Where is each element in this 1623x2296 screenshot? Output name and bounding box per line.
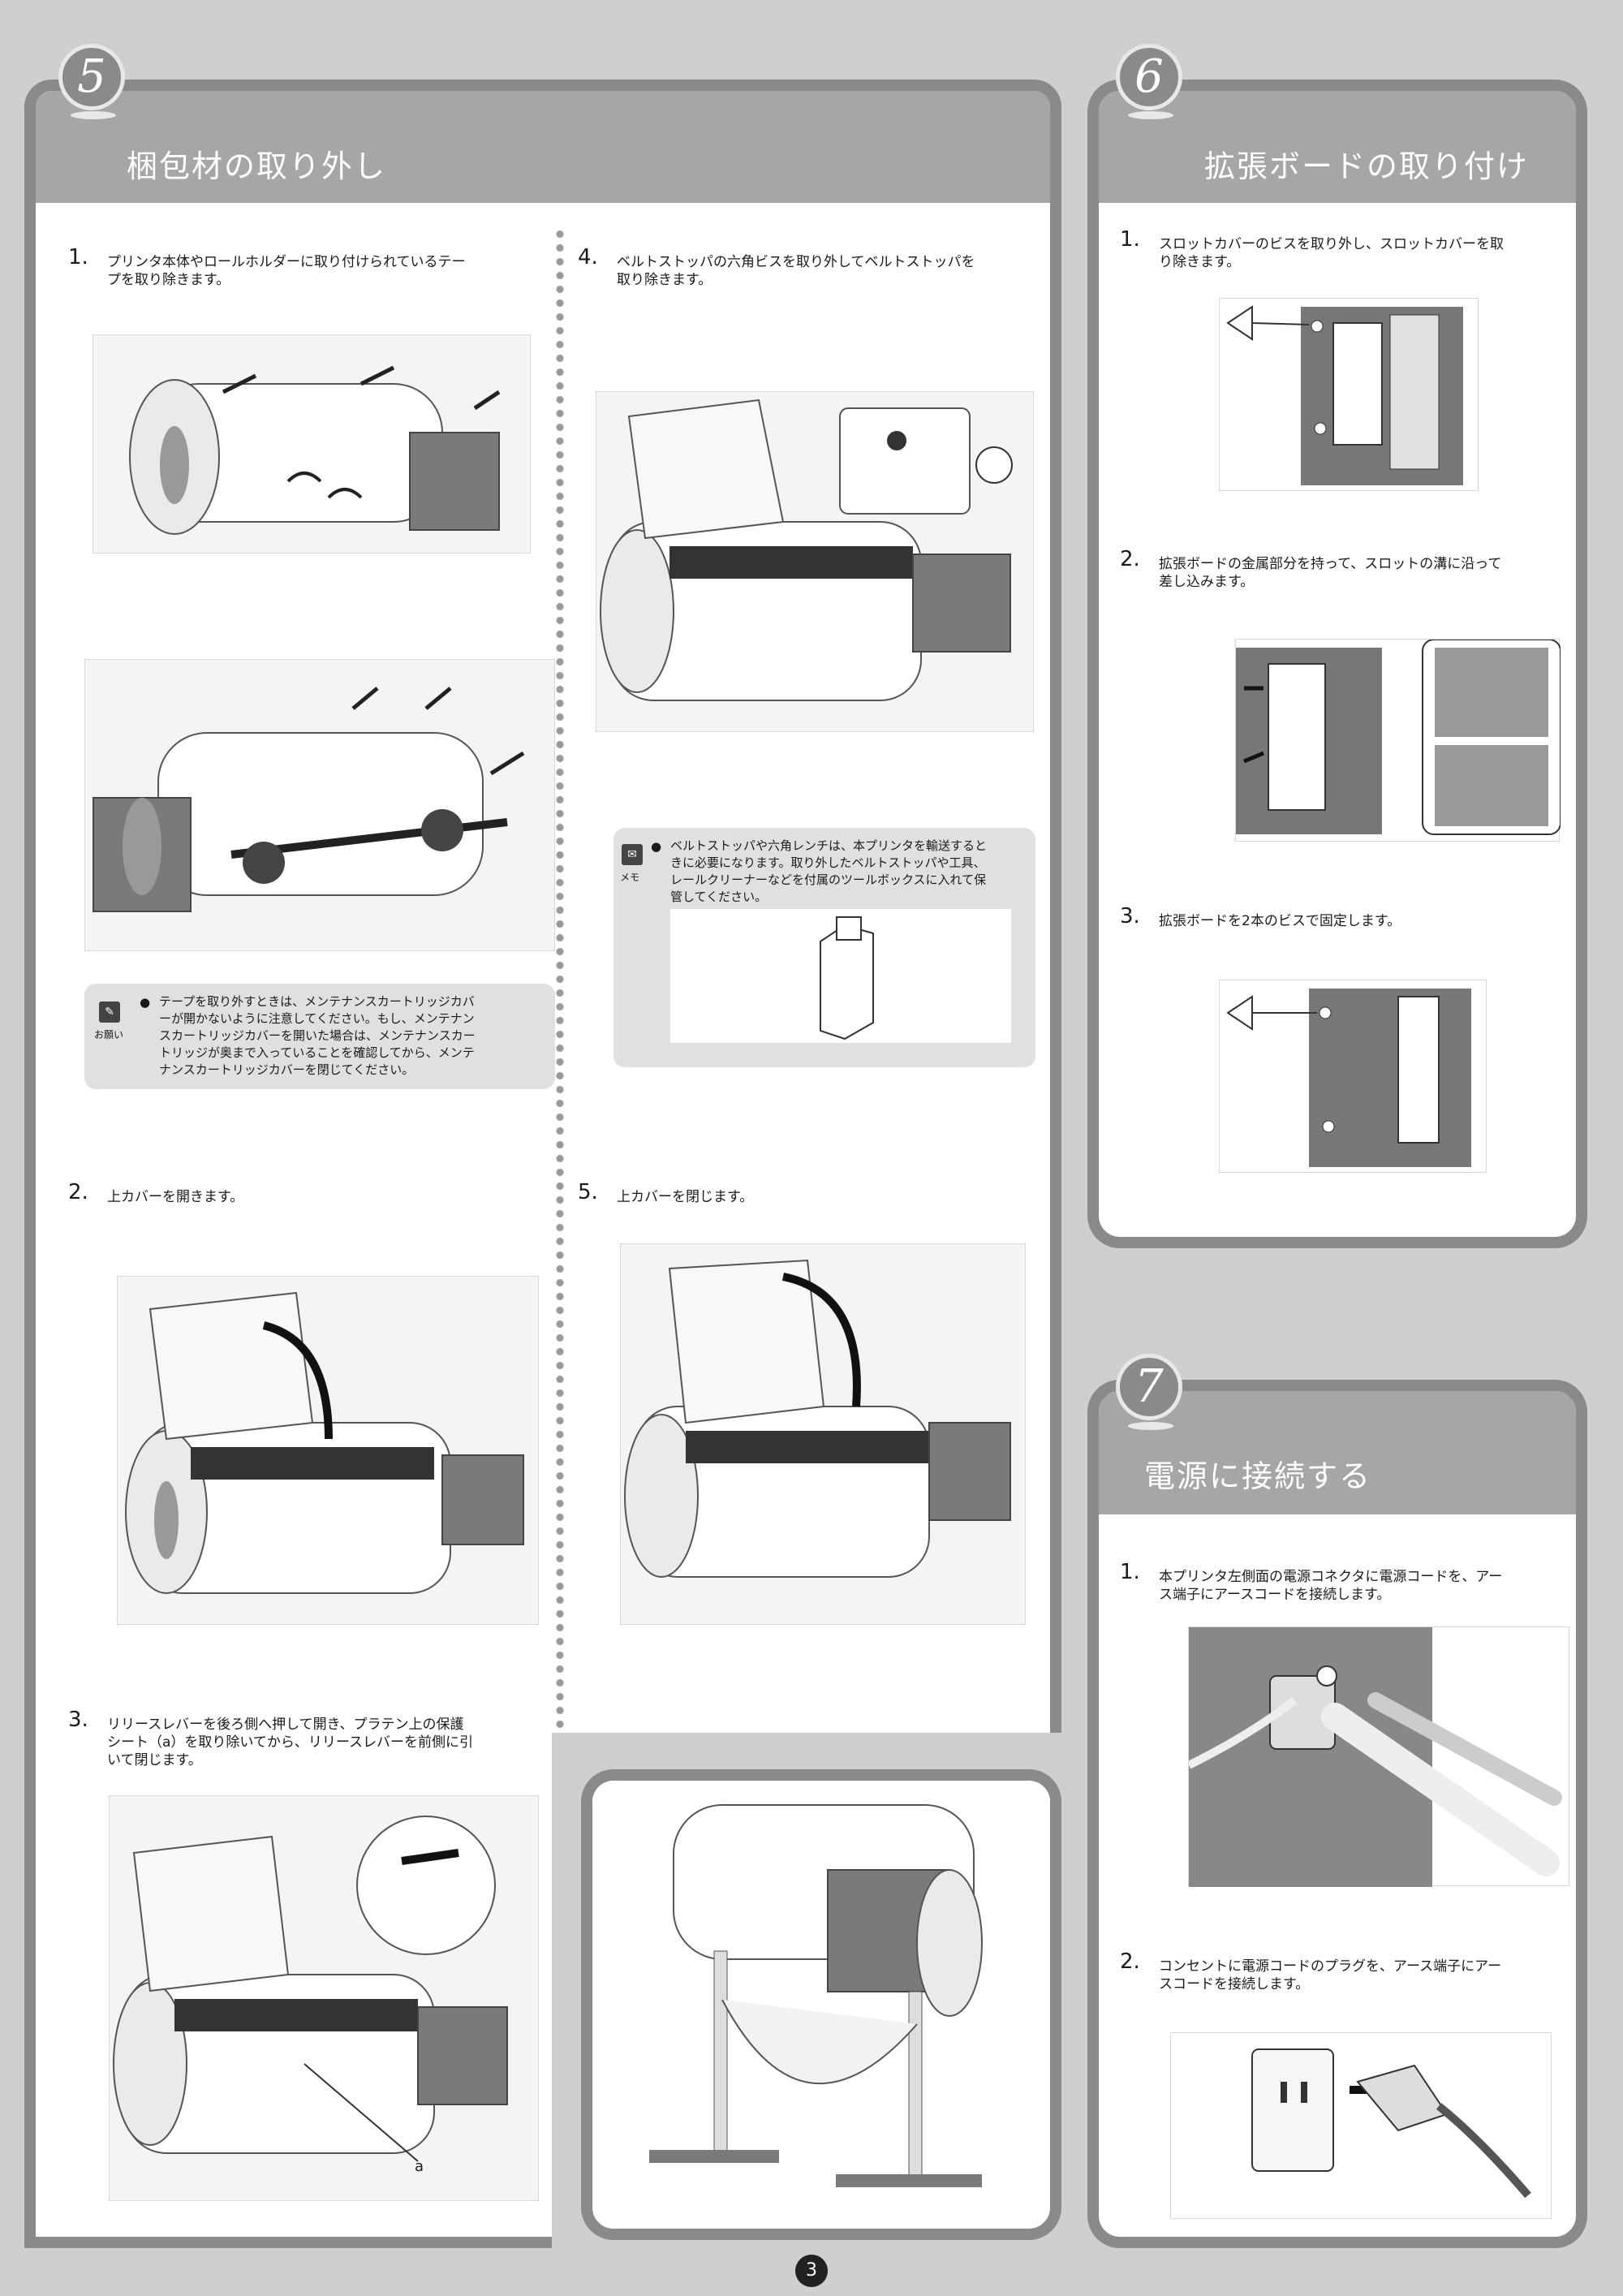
printer-open-cover-illustration	[117, 1276, 539, 1625]
printer-release-lever-illustration: a	[109, 1795, 539, 2201]
expansion-board-insert-illustration	[1235, 639, 1561, 842]
belt-stopper-removal-illustration	[596, 391, 1034, 732]
step-number: 2.	[68, 1180, 88, 1204]
label-a: a	[415, 2158, 424, 2175]
printer-tape-removal-top-illustration	[93, 334, 531, 554]
section-6-title: 拡張ボードの取り付け	[1204, 149, 1530, 184]
power-cord-connect-illustration	[1188, 1626, 1569, 1887]
printer-tape-removal-rear-illustration	[84, 659, 555, 951]
memo-icon: ✉	[622, 844, 643, 865]
wall-outlet-plug-illustration	[1170, 2032, 1552, 2219]
column-divider	[556, 227, 564, 1769]
request-icon: ✎	[99, 1002, 120, 1023]
section-6-badge: 6	[1116, 44, 1182, 110]
request-note-text: テープを取り外すときは、メンテナンスカートリッジカバ ーが開かないように注意して…	[159, 994, 476, 1077]
step-number: 3.	[68, 1708, 88, 1732]
section-6-panel: 拡張ボードの取り付け 1. スロットカバーのビスを取り外し、スロットカバーを取 …	[1087, 80, 1587, 1248]
printer-close-cover-illustration	[620, 1243, 1026, 1625]
slot-cover-removal-illustration	[1219, 298, 1479, 491]
section-7-badge-shadow	[1128, 1422, 1173, 1430]
request-icon-label: お願い	[94, 1029, 124, 1040]
printer-stand-panel	[581, 1769, 1061, 2240]
s5-note-memo: ✉ メモ ● ベルトストッパや六角レンチは、本プリンタを輸送すると きに必要にな…	[613, 828, 1035, 1067]
section-7-header: 電源に接続する	[1099, 1391, 1576, 1514]
step-number: 3.	[1120, 904, 1140, 928]
section-5-header: 梱包材の取り外し	[36, 91, 1050, 203]
section-6-badge-shadow	[1128, 111, 1173, 119]
section-7-panel: 電源に接続する 1. 本プリンタ左側面の電源コネクタに電源コードを、アー ス端子…	[1087, 1380, 1587, 2248]
printer-on-stand-illustration	[649, 1804, 983, 2187]
step-number: 1.	[1120, 1560, 1140, 1584]
step-number: 4.	[578, 245, 598, 269]
step-number: 1.	[1120, 227, 1140, 252]
step-number: 2.	[1120, 547, 1140, 571]
section-5-title: 梱包材の取り外し	[127, 149, 387, 184]
section-5-badge: 5	[58, 44, 125, 110]
step-number: 1.	[68, 245, 88, 269]
memo-icon-label: メモ	[620, 872, 640, 883]
memo-note-text: ベルトストッパや六角レンチは、本プリンタを輸送すると きに必要になります。取り外…	[670, 838, 988, 904]
section-5-panel: 梱包材の取り外し 1. プリンタ本体やロールホルダーに取り付けられているテー プ…	[24, 80, 1061, 2248]
expansion-board-fasten-illustration	[1219, 980, 1487, 1173]
section-7-title: 電源に接続する	[1144, 1458, 1372, 1494]
s5-note-request: ✎ お願い ● テープを取り外すときは、メンテナンスカートリッジカバ ーが開かな…	[84, 984, 555, 1089]
step-number: 2.	[1120, 1949, 1140, 1974]
page-number: 3	[795, 2255, 828, 2287]
section-5-badge-shadow	[71, 111, 116, 119]
tool-box-illustration	[670, 909, 1011, 1043]
note-bullet: ●	[651, 839, 662, 854]
section-6-header: 拡張ボードの取り付け	[1099, 91, 1576, 203]
step-number: 5.	[578, 1180, 598, 1204]
note-bullet: ●	[140, 995, 151, 1010]
section-7-badge: 7	[1116, 1354, 1182, 1420]
